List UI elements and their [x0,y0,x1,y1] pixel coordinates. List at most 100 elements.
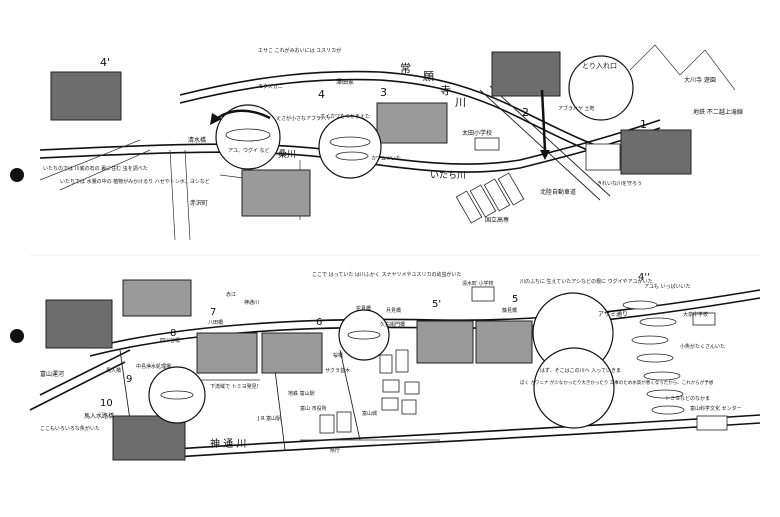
point-label-6: 6 [316,317,322,328]
jinzu-river-label: 神 通 川 [210,437,246,450]
photo-point-4-prime [50,71,122,121]
place-jr-station: J R 富山駅 [257,415,281,422]
joganji-river-line-b [179,78,641,169]
place-mairi-canal-bridge: 馬入水路橋 [84,412,114,420]
place-hamurau-bridge: 藤見橋 [502,307,517,314]
fish-icon [335,151,369,161]
expressway-a [479,89,601,201]
bottom-map: 7 8 9 10 6 5' 5 4'' 神 通 川 富山運河 八田橋 四ツ谷橋 … [29,271,761,461]
ota-school-building [474,137,500,151]
note-n4: アユ、ウグイ など [228,147,270,154]
place-sakura-bridge: 桜橋 [333,352,343,359]
photo-point-8 [45,299,113,349]
fish-icon [347,330,381,340]
photo-point-7-bridge [122,279,192,317]
place-science-museum: 富山科学文化 センター [690,405,742,412]
photo-point-4-lower [241,169,311,217]
point-label-8: 8 [170,328,176,339]
circle-observation-5-lower [533,347,615,429]
jinzu-river-line-b [159,422,761,459]
note-n3: えさが小さなアブラハヤ [276,115,331,122]
itachi-river-line-a [39,119,661,165]
photo-point-5 [475,320,533,364]
place-intake: とり入れ口 [582,62,617,70]
national-college-buildings [455,172,525,224]
photo-point-1 [620,129,692,175]
fish-icon [160,390,194,400]
kuwa-river-label: 桑川 [278,149,296,160]
place-national-college: 国立高専 [485,216,509,224]
place-expressway: 北陸自動車道 [540,188,576,196]
place-hanazono-bridge: 花見橋 [356,305,371,312]
place-ota-school: 太田小学校 [462,129,492,137]
box-notes-intake [585,143,621,171]
place-shimizu-school: 清水町 小学校 [462,280,494,287]
fish-species-column [622,300,685,415]
place-okawa: 大川寺 遊園 [684,76,716,84]
top-map: 4' 4 3 2 1 常 願 寺 川 いたち川 桑川 清水橋 赤沢町 太田小学校… [39,44,743,241]
note-m2: 川のふちに 生えていたアシなどの根に ウグイやアユがいた [520,278,653,285]
place-jinzu-bridge: 神通川 [244,299,259,306]
place-mairi-bridge: 馬入橋 [106,367,121,374]
itachi-river-line-b [39,127,661,173]
note-m4: アユも いっぱいいた [644,283,691,290]
arrow-down-icon [540,89,547,151]
place-castle: 富山城 [362,410,377,417]
point-label-9: 9 [126,374,132,385]
place-dam: 地鉄 不二越上滝線 [693,108,743,116]
road-vertical-1 [169,149,176,241]
joganji-char-1: 常 [400,62,411,75]
point-label-3: 3 [380,86,387,99]
note-n8: カワムツいた [371,156,401,162]
note-n5: エサこ これがみおいには ユスリカが [258,47,341,54]
place-kukomon-bridge: 久右衛門橋 [380,321,405,328]
canal-label: 富山運河 [40,370,64,378]
place-izumi-street: アザミ通り [598,310,628,318]
place-shimizu-bridge: 清水橋 [188,136,206,144]
place-ofuji-school: 大泉中学校 [683,311,708,318]
road-bottom-1 [119,349,131,421]
point-label-4: 4 [318,88,325,101]
joganji-river-line-a [179,70,641,161]
note-n2: いたちでは 水量の中の 植物がみかけるり ハゼやトンボ、ヨシなど [60,178,210,185]
note-m1: ここで はっていた は川ふかく スナヤツメやユスリカの幼虫がいた [312,271,462,278]
joganji-char-3: 寺 [440,84,451,97]
circle-intake [568,55,634,121]
joganji-char-4: 川 [455,96,466,109]
note-m7: はず、そこはこの川へ 入っていきま [540,367,621,374]
photo-point-5-prime [416,320,474,364]
point-label-5: 5 [512,294,518,305]
road-3 [59,149,151,191]
note-n7: アブラハヤ 土地 [558,105,595,112]
place-downstream: 下流域で トミヨ発見! [210,383,259,390]
note-m5: 小魚がたくさんいた [680,343,725,350]
note-n10: きれいな川を守ろう [597,180,642,187]
photo-point-10 [112,415,186,461]
place-akae: 赤江 [226,291,236,298]
place-kenchou: 県庁 [330,447,340,454]
point-label-1: 1 [640,118,647,131]
note-m8: ここもいろいろな魚がいた [40,425,100,432]
arrow-head-icon [540,150,550,160]
mountain-icon [629,44,736,91]
road-vertical-2 [184,149,191,241]
note-n6: モクズガニ [258,83,283,90]
note-n1: いたちのでは 川底の石の 裏に住む 虫を調べた [43,165,148,172]
fish-icon [329,136,371,148]
city-buildings [319,286,728,434]
itachi-river-label: いたち川 [430,170,466,181]
point-label-10: 10 [100,398,113,409]
note-m3: ぼく カワニナ が少なかったり大きかったり 工事のため水質が悪くなったから、これ… [520,379,714,386]
binder-hole-bottom [10,329,24,343]
note-m6: トミヨなどのなかま [665,395,710,402]
place-akasuke: 赤沢町 [190,199,208,207]
canal-line-b [29,361,126,411]
road-sakura [339,349,361,441]
road-2 [39,139,141,181]
joganji-char-2: 願 [423,70,434,83]
place-chitetsu-station: 地鉄 富山駅 [288,390,315,397]
point-label-4-double-prime: 4'' [638,272,650,283]
point-label-5-prime: 5' [432,299,441,310]
binder-hole-top [10,168,24,182]
